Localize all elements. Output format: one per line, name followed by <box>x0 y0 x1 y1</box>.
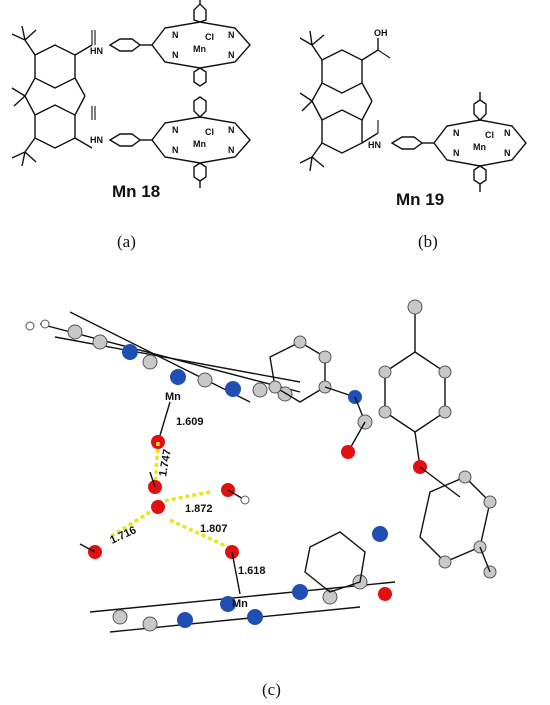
mn19-structure: OH HN Cl Mn N N N N <box>299 28 527 192</box>
oh-label: OH <box>374 28 388 38</box>
xanthene-backbone <box>11 25 96 167</box>
distance-label: 1.747 <box>157 448 174 477</box>
n-label: N <box>172 145 179 155</box>
n-label: N <box>504 148 511 158</box>
n-label: N <box>172 125 179 135</box>
lower-porphyrin-model <box>89 526 396 633</box>
n-label: N <box>228 50 235 60</box>
xanthene-backbone-b <box>299 30 391 172</box>
mn-label-upper: Mn <box>165 391 181 403</box>
phenyl-amide-model <box>268 335 373 459</box>
distance-label: 1.807 <box>200 523 228 535</box>
n-label: N <box>228 145 235 155</box>
caption-a: (a) <box>117 232 136 251</box>
distance-label: 1.872 <box>185 503 213 515</box>
n-label: N <box>172 50 179 60</box>
mn-label-lower: Mn <box>232 598 248 610</box>
cl-label-b: Cl <box>485 130 494 140</box>
caption-c: (c) <box>262 680 281 699</box>
caption-b: (b) <box>418 232 438 251</box>
cl-label-bottom: Cl <box>205 127 214 137</box>
nh-label-b: HN <box>368 140 381 150</box>
n-label: N <box>228 125 235 135</box>
panel-b: OH HN Cl Mn N N N N Mn 19 (b) <box>290 0 550 260</box>
distance-label: 1.618 <box>238 565 266 577</box>
n-label: N <box>453 128 460 138</box>
mn18-3d-model: Mn Mn 1.609 1.747 1.872 1.716 1.807 1.61… <box>25 299 497 633</box>
mn-label-b: Mn <box>473 142 486 152</box>
nh-label-top: HN <box>90 46 103 56</box>
porphyrin-b <box>433 92 527 192</box>
mn18-structure: HN HN Cl Mn N N N N Cl Mn N <box>11 0 251 188</box>
n-label: N <box>504 128 511 138</box>
mn-label-bottom: Mn <box>193 139 206 149</box>
panel-c: Mn Mn 1.609 1.747 1.872 1.716 1.807 1.61… <box>0 262 550 705</box>
n-label: N <box>172 30 179 40</box>
n-label: N <box>228 30 235 40</box>
phenyl-linker-b <box>390 136 424 150</box>
porphyrin-top <box>151 0 251 87</box>
cl-label-top: Cl <box>205 32 214 42</box>
porphyrin-bottom <box>151 96 251 188</box>
compound-name-a: Mn 18 <box>112 182 161 201</box>
mn-label-top: Mn <box>193 44 206 54</box>
nh-label-bottom: HN <box>90 135 103 145</box>
distance-label: 1.609 <box>176 416 204 428</box>
n-label: N <box>453 148 460 158</box>
upper-porphyrin-model <box>25 311 301 403</box>
panel-a: HN HN Cl Mn N N N N Cl Mn N <box>0 0 275 260</box>
phenyl-linkers <box>108 38 152 147</box>
water-cluster <box>79 401 250 595</box>
xanthene-model <box>378 299 497 579</box>
compound-name-b: Mn 19 <box>396 190 445 209</box>
